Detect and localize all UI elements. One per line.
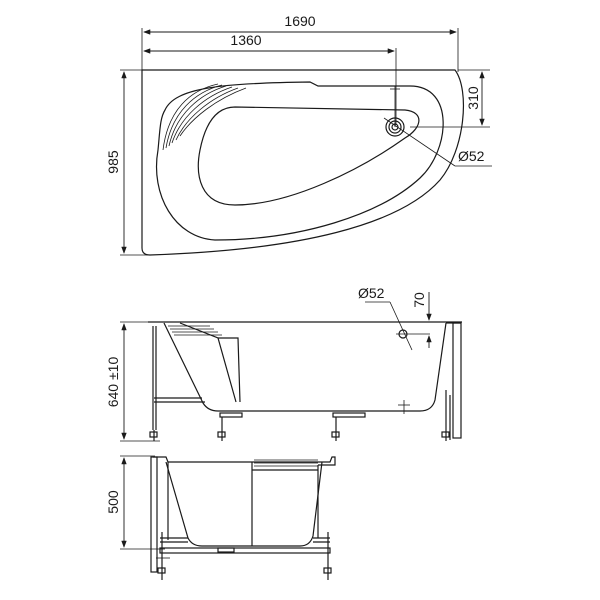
side-view: 500 [105,455,336,580]
label-overflow-offset: 70 [411,292,427,308]
dimension-drain-diameter: Ø52 [383,117,492,167]
drain-fitting [385,86,405,137]
label-height: 640 ±10 [105,357,121,408]
label-overflow-diameter: Ø52 [358,285,385,301]
dimension-overflow-offset: 70 [411,292,432,348]
label-1690: 1690 [284,13,315,29]
dimension-drain-width: 310 [410,69,490,128]
headrest-front [168,322,241,403]
label-depth: 500 [105,490,121,514]
dimension-drain-length: 1360 [143,32,397,125]
support-frame-front [152,322,462,440]
legs-side [156,532,332,580]
dimension-height: 640 ±10 [105,321,160,442]
bath-rim-inner [156,81,444,241]
dimension-overall-length: 1690 [141,13,459,72]
label-310: 310 [465,86,481,110]
tub-body-front [163,322,447,412]
bath-basin-outline [197,106,420,206]
front-view: 640 ±10 [105,285,462,442]
label-985: 985 [105,150,121,174]
label-drain-diameter: Ø52 [458,148,485,164]
headrest-ribs [162,83,247,151]
headrest-side [251,459,318,546]
dimension-depth: 500 [105,455,165,550]
support-frame-side [150,456,331,573]
tub-body-side [165,461,323,547]
dimension-overall-width: 985 [105,69,150,256]
dimension-overflow-diameter: Ø52 [358,285,430,351]
legs-front [149,390,450,441]
bath-rim-outline [141,69,464,256]
label-1360: 1360 [230,32,261,48]
drain-marker-front [398,400,410,414]
top-view: 1690 1360 985 310 [105,13,492,256]
